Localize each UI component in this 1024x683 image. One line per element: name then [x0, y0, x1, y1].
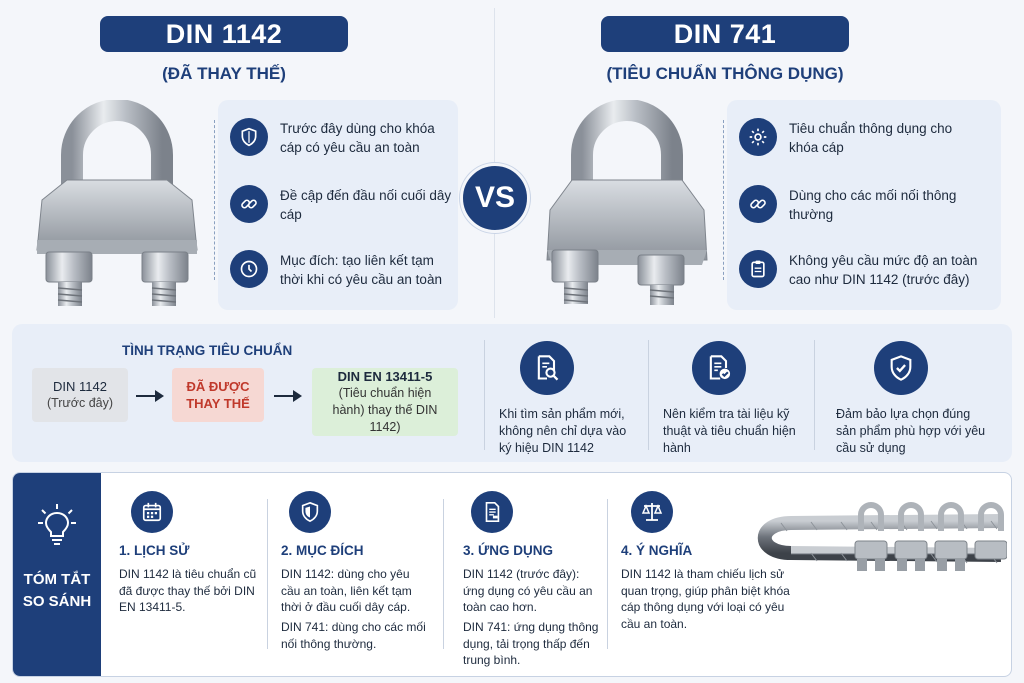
status-step-din-1142: DIN 1142 (Trước đây): [32, 368, 128, 422]
feature-text: Tiêu chuẩn thông dụng cho khóa cáp: [789, 121, 953, 155]
tip-text: Đảm bảo lựa chọn đúng sản phẩm phù hợp v…: [836, 407, 986, 455]
summary-text: DIN 741: ứng dụng thông dụng, tải trọng …: [463, 620, 599, 667]
wire-rope-clip-image-left: [32, 100, 202, 310]
shield-check-icon: [874, 341, 928, 395]
step-sub: (Trước đây): [46, 396, 114, 410]
summary-text: DIN 1142 (trước đây): ứng dụng có yêu cầ…: [463, 567, 593, 614]
arrow-right-icon: [136, 390, 164, 402]
step-title: DIN 1142: [53, 379, 107, 394]
summary-heading: 4. Ý NGHĨA: [621, 543, 693, 558]
clock-icon: [230, 250, 268, 288]
document-search-icon: [520, 341, 574, 395]
summary-label-panel: TÓM TẮT SO SÁNH: [13, 473, 101, 676]
summary-heading: 2. MỤC ĐÍCH: [281, 543, 364, 558]
feature-text: Dùng cho các mối nối thông thường: [789, 188, 957, 222]
clipboard-icon: [739, 250, 777, 288]
summary-label-line1: TÓM TẮT: [23, 571, 91, 588]
status-heading: TÌNH TRẠNG TIÊU CHUẨN: [122, 343, 293, 358]
summary-text: DIN 1142: dùng cho yêu cầu an toàn, liên…: [281, 567, 412, 614]
din-1142-feature-purpose: Mục đích: tạo liên kết tạm thời khi có y…: [230, 250, 460, 289]
din-1142-title: DIN 1142: [100, 16, 348, 52]
step-title: ĐÃ ĐƯỢC THAY THẾ: [186, 379, 250, 411]
summary-label-line2: SO SÁNH: [22, 593, 92, 610]
step-sub: (Tiêu chuẩn hiện hành) thay thế DIN 1142…: [332, 386, 438, 434]
din-741-feature-standard: Tiêu chuẩn thông dụng cho khóa cáp: [739, 118, 969, 157]
din-741-subtitle: (TIÊU CHUẨN THÔNG DỤNG): [606, 64, 844, 83]
summary-text: DIN 741: dùng cho các mối nối thông thườ…: [281, 620, 426, 651]
scales-icon: [631, 491, 673, 533]
shield-icon: [230, 118, 268, 156]
feature-text: Trước đây dùng cho khóa cáp có yêu cầu a…: [280, 121, 435, 155]
chain-link-icon: [230, 185, 268, 223]
tip-text: Khi tìm sản phẩm mới, không nên chỉ dựa …: [499, 407, 627, 455]
din-1142-subtitle: (ĐÃ THAY THẾ): [162, 64, 286, 83]
din-741-feature-joints: Dùng cho các mối nối thông thường: [739, 185, 969, 224]
arrow-right-icon: [274, 390, 302, 402]
summary-text: DIN 1142 là tham chiếu lịch sử quan trọn…: [621, 567, 790, 631]
din-1142-feature-safety: Trước đây dùng cho khóa cáp có yêu cầu a…: [230, 118, 460, 157]
tip-text: Nên kiểm tra tài liệu kỹ thuật và tiêu c…: [663, 407, 796, 455]
wire-rope-clip-image-right: [542, 100, 712, 310]
calendar-icon: [131, 491, 173, 533]
wire-rope-with-clips-image: [751, 493, 1007, 653]
chain-link-icon: [739, 185, 777, 223]
lightbulb-icon: [37, 503, 77, 547]
feature-text: Mục đích: tạo liên kết tạm thời khi có y…: [280, 253, 442, 287]
feature-text: Không yêu cầu mức độ an toàn cao như DIN…: [789, 253, 978, 287]
summary-heading: 1. LỊCH SỬ: [119, 543, 190, 558]
vs-badge: VS: [460, 163, 530, 233]
gear-icon: [739, 118, 777, 156]
feature-text: Đề cập đến đầu nối cuối dây cáp: [280, 188, 452, 222]
din-1142-feature-termination: Đề cập đến đầu nối cuối dây cáp: [230, 185, 460, 224]
summary-text: DIN 1142 là tiêu chuẩn cũ đã được thay t…: [119, 567, 257, 614]
din-741-feature-safety-level: Không yêu cầu mức độ an toàn cao như DIN…: [739, 250, 989, 289]
shield-icon: [289, 491, 331, 533]
step-title: DIN EN 13411-5: [337, 369, 433, 384]
document-check-icon: [692, 341, 746, 395]
summary-heading: 3. ỨNG DỤNG: [463, 543, 553, 558]
din-741-title: DIN 741: [601, 16, 849, 52]
status-step-din-en-13411-5: DIN EN 13411-5 (Tiêu chuẩn hiện hành) th…: [312, 368, 458, 436]
document-icon: [471, 491, 513, 533]
status-step-replaced: ĐÃ ĐƯỢC THAY THẾ: [172, 368, 264, 422]
comparison-summary: TÓM TẮT SO SÁNH 1. LỊCH SỬ DIN 1142 là t…: [12, 472, 1012, 677]
summary-label: TÓM TẮT SO SÁNH: [13, 569, 101, 613]
